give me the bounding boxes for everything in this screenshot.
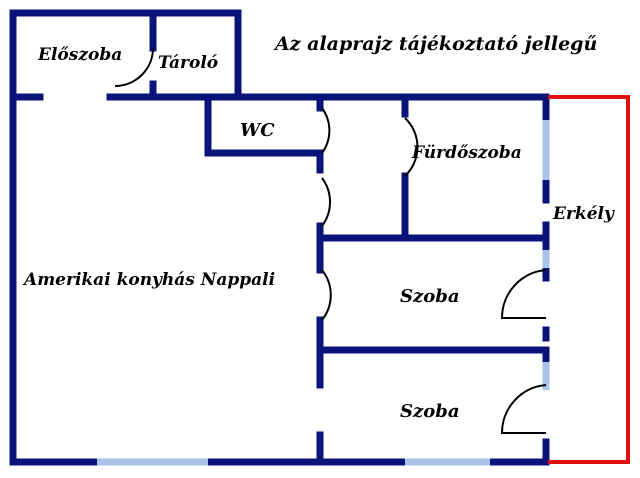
wall-wc — [204, 93, 324, 157]
windows — [97, 120, 550, 466]
room-label-eloszoba: Előszoba — [37, 45, 122, 65]
balcony-outline — [548, 95, 630, 464]
doors — [114, 47, 547, 434]
door-tarolo — [114, 47, 154, 87]
wall-entry-top — [9, 9, 242, 101]
door-wc — [321, 107, 331, 154]
room-label-furdoszoba: Fürdőszoba — [411, 143, 522, 163]
room-label-erkely: Erkély — [552, 204, 615, 224]
note-title: Az alaprajz tájékoztató jellegű — [273, 33, 597, 55]
door-room2 — [500, 384, 547, 434]
room-label-wc: WC — [240, 120, 275, 141]
door-bath — [404, 117, 419, 177]
room-label-nappali: Amerikai konyhás Nappali — [22, 270, 275, 290]
door-room1 — [500, 269, 547, 319]
room-label-szoba-1: Szoba — [400, 286, 459, 307]
walls — [9, 9, 550, 466]
door-hall — [321, 177, 331, 227]
room-label-szoba-2: Szoba — [400, 401, 459, 422]
door-living — [321, 269, 332, 321]
room-label-tarolo: Tároló — [158, 53, 218, 73]
